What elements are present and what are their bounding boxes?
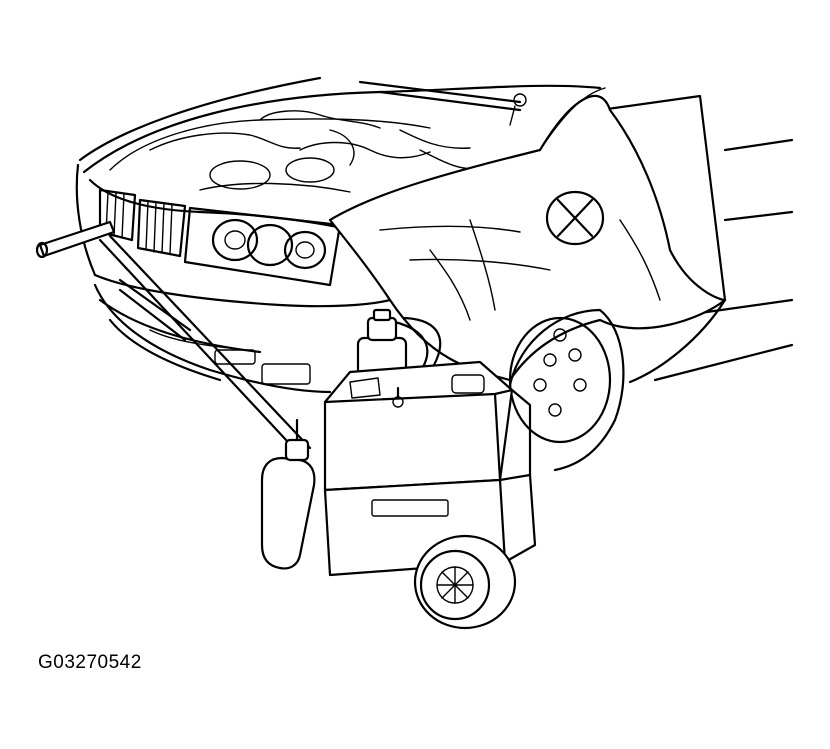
car-wheel-icon: [508, 308, 625, 472]
hose-icon: [98, 234, 442, 457]
pedal-rod-icon: [35, 220, 116, 259]
catch-bottle-icon: [260, 418, 316, 570]
quad-headlight-icon: [183, 206, 342, 287]
kidney-grille-icon: [98, 188, 187, 258]
fender-cover-icon: [328, 87, 727, 382]
car-front-quarter-illustration: [75, 76, 794, 394]
figure-code: G03270542: [38, 652, 142, 673]
bleeder-cart-icon: [323, 360, 537, 577]
cart-wheel-icon: [413, 534, 517, 630]
service-illustration: [35, 76, 794, 630]
